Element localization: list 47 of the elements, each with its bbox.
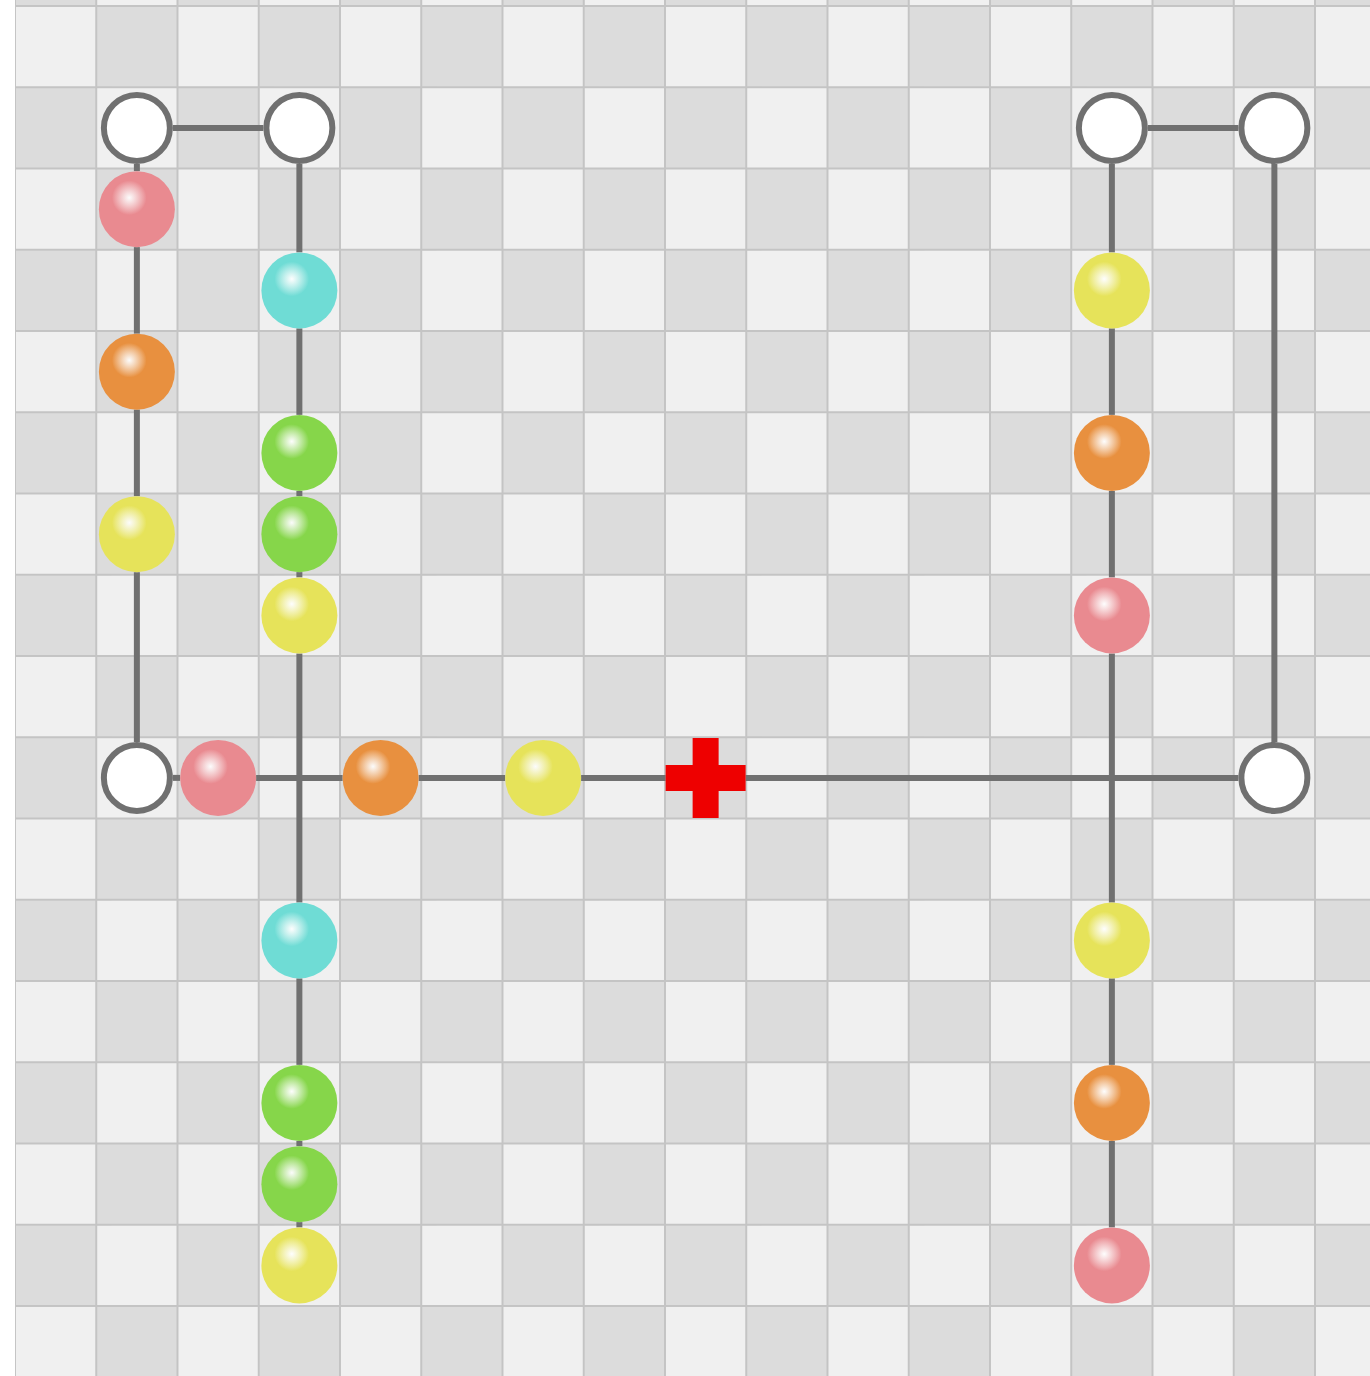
connector-line (1108, 978, 1115, 1065)
connector-line (133, 572, 140, 742)
ball (261, 1064, 338, 1141)
connector-line (296, 163, 303, 253)
connector-line (1108, 490, 1115, 578)
connector-line (1147, 124, 1239, 131)
connector-line (1108, 163, 1115, 253)
connector-line (133, 163, 140, 172)
connector-line (256, 774, 343, 781)
ball (505, 739, 582, 816)
connector-line (172, 124, 264, 131)
connector-line (296, 653, 303, 903)
ball (261, 252, 338, 329)
connector-line (296, 328, 303, 415)
ball (1073, 577, 1150, 654)
ball (1073, 252, 1150, 329)
connector-line (296, 572, 303, 578)
ball (261, 1146, 338, 1223)
connector-line (745, 774, 1239, 781)
connector-line (581, 774, 666, 781)
ball (261, 1227, 338, 1304)
connector-line (133, 247, 140, 334)
ball (1073, 1227, 1150, 1304)
ball (98, 171, 175, 248)
ball (342, 739, 419, 816)
connector-line (1271, 163, 1278, 742)
connector-line (296, 1140, 303, 1147)
connector-line (1108, 653, 1115, 903)
connector-line (296, 1222, 303, 1228)
connector-line (296, 490, 303, 497)
connector-line (172, 774, 181, 781)
ball (261, 496, 338, 573)
connector-line (1108, 1140, 1115, 1228)
ball (1073, 902, 1150, 979)
connector-line (1108, 328, 1115, 415)
ball (98, 496, 175, 573)
cross-mark (665, 737, 746, 818)
connector-line (296, 978, 303, 1065)
ball (98, 333, 175, 410)
ball (261, 577, 338, 654)
connector-line (133, 409, 140, 497)
ball (1073, 1064, 1150, 1141)
ball (180, 739, 257, 816)
ball (1073, 414, 1150, 491)
ball (261, 902, 338, 979)
ball (261, 414, 338, 491)
connector-line (418, 774, 506, 781)
